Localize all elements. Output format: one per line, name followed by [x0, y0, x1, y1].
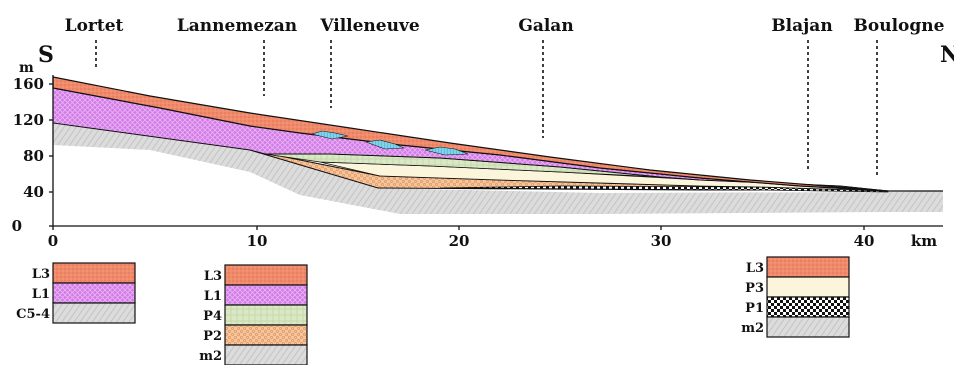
x-tick-20: 20 — [449, 232, 470, 250]
legend-2-label-l3: L3 — [204, 269, 222, 284]
place-lortet: Lortet — [65, 16, 124, 36]
legend-3-label-m2: m2 — [741, 321, 764, 336]
legend-3: L3 P3 P1 m2 — [741, 256, 850, 338]
legend-3-label-p3: P3 — [745, 281, 764, 296]
legend-2-swatch-p4 — [224, 304, 308, 326]
lens-2 — [365, 139, 405, 150]
x-axis-labels: 0 10 20 30 40 km — [48, 232, 937, 250]
y-axis-labels: m 0 40 80 120 160 — [12, 60, 44, 235]
x-tick-0: 0 — [48, 232, 58, 250]
y-tick-80: 80 — [23, 147, 44, 165]
legend-2-swatch-m2 — [224, 344, 308, 365]
y-tick-120: 120 — [13, 111, 44, 129]
place-boulogne: Boulogne — [854, 16, 945, 36]
legend-3-label-p1: P1 — [745, 301, 764, 316]
legend-1-swatch-c5-4 — [52, 302, 136, 324]
y-unit: m — [19, 60, 34, 76]
legend-2-label-m2: m2 — [199, 349, 222, 364]
legend-2-label-p2: P2 — [203, 329, 222, 344]
y-tick-40: 40 — [23, 183, 44, 201]
legend-3-label-l3: L3 — [746, 261, 764, 276]
place-markers — [95, 40, 878, 176]
legend-1-swatch-l1 — [52, 282, 136, 304]
direction-south: S — [38, 42, 54, 68]
legend-1: L3 L1 C5-4 — [16, 262, 136, 324]
legend-2: L3 L1 P4 P2 m2 — [199, 264, 308, 365]
legend-3-swatch-p3 — [766, 276, 850, 298]
lens-1 — [310, 130, 349, 140]
legend-2-label-p4: P4 — [203, 309, 222, 324]
x-tick-30: 30 — [651, 232, 672, 250]
y-tick-0: 0 — [12, 217, 22, 235]
place-labels: Lortet Lannemezan Villeneuve Galan Blaja… — [65, 16, 945, 36]
legend-2-swatch-l3 — [224, 264, 308, 286]
legend-1-swatch-l3 — [52, 262, 136, 284]
lens-3 — [424, 146, 469, 156]
section-layers — [52, 76, 943, 214]
legend-3-swatch-m2 — [766, 316, 850, 338]
legend-2-label-l1: L1 — [204, 289, 222, 304]
x-unit: km — [911, 232, 937, 250]
direction-north: N — [940, 42, 954, 68]
legend-3-swatch-p1 — [766, 296, 850, 318]
legend-3-swatch-l3 — [766, 256, 850, 278]
x-tick-40: 40 — [854, 232, 875, 250]
legend-1-label-c5-4: C5-4 — [16, 307, 50, 322]
place-galan: Galan — [518, 16, 573, 36]
x-tick-10: 10 — [247, 232, 268, 250]
legend-1-label-l3: L3 — [32, 267, 50, 282]
axes — [49, 75, 943, 230]
place-blajan: Blajan — [771, 16, 832, 36]
y-tick-160: 160 — [13, 75, 44, 93]
place-lannemezan: Lannemezan — [177, 16, 297, 36]
layer-c5-4-m2 — [53, 123, 943, 214]
legend-1-label-l1: L1 — [32, 287, 50, 302]
layer-l3 — [52, 76, 889, 192]
legend-2-swatch-p2 — [224, 324, 308, 346]
legend-2-swatch-l1 — [224, 284, 308, 306]
place-villeneuve: Villeneuve — [319, 16, 419, 36]
